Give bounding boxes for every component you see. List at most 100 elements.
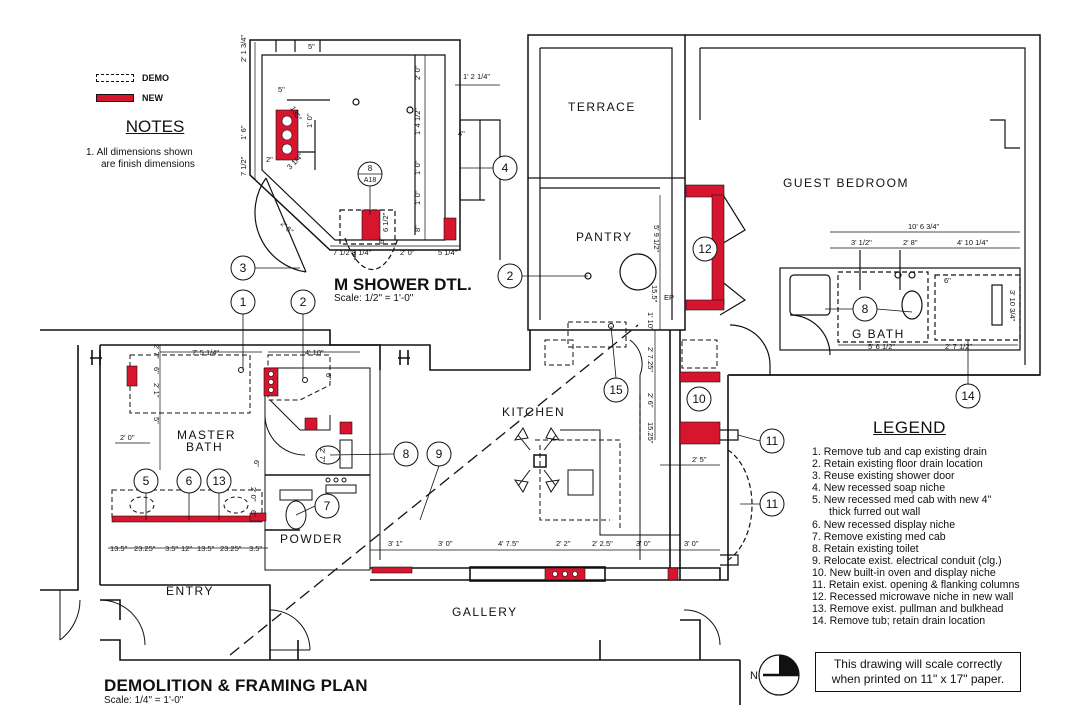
shower-detail-walls — [249, 39, 501, 273]
key-demo-label: DEMO — [142, 73, 169, 83]
dim-mb-row-7: 3.5" — [249, 544, 262, 553]
dim-sd-bottom-4: 5 1/4" — [438, 248, 458, 257]
legend-item: 13. Remove exist. pullman and bulkhead — [812, 603, 1004, 616]
legend-item: 11. Retain exist. opening & flanking col… — [812, 579, 1020, 592]
legend-item: 1. Remove tub and cap existing drain — [812, 446, 987, 458]
legend-item: 5. New recessed med cab with new 4" — [812, 494, 992, 507]
dim-gbath-d: 6" — [944, 276, 951, 285]
guest-bath-fixtures — [729, 250, 1021, 375]
dim-mb-row-5: 13.5" — [197, 544, 215, 553]
key-block: DEMO NEW — [96, 68, 169, 108]
room-gallery: GALLERY — [452, 605, 518, 619]
room-terrace: TERRACE — [568, 100, 636, 114]
new-construction — [111, 109, 725, 581]
dim-mb-top-b: 4' 10" — [305, 348, 324, 357]
dim-k-v3: 2' 6" — [646, 393, 655, 408]
dim-sd-h: 6 1/2" — [381, 212, 390, 232]
demo-swatch — [96, 74, 134, 82]
callout-labels: 1 2 2 3 4 5 6 7 8 8 9 10 11 11 12 13 14 … — [143, 161, 975, 513]
dim-sd-j: 2' 0" — [413, 65, 422, 80]
room-pantry: PANTRY — [576, 230, 633, 244]
north-arrow: N — [750, 654, 800, 696]
dim-sd-bottom-1: 7 1/2" — [333, 248, 353, 257]
dim-k-v1: 1' 10" — [646, 312, 655, 331]
legend-item: 9. Relocate exist. electrical conduit (c… — [812, 554, 1002, 567]
dim-gb-a: 3' 1/2" — [851, 238, 872, 247]
north-label: N — [750, 670, 758, 682]
detail-ref-number: 8 — [368, 164, 373, 173]
callout-14: 14 — [961, 389, 975, 403]
scale-note-line-2: when printed on 11" x 17" paper. — [831, 672, 1005, 686]
dim-sd-n: 1' 0" — [413, 190, 422, 205]
legend-item: 3. Reuse existing shower door — [812, 470, 955, 483]
dim-sd-v3: 7 1/2" — [239, 156, 248, 176]
notes-block: NOTES 1. All dimensions shown are finish… — [80, 117, 240, 171]
dim-sd-k: 1' 2 1/4" — [463, 72, 490, 81]
detail-ref-sheet: A18 — [364, 177, 377, 184]
callout-2b: 2 — [507, 269, 514, 283]
legend-item: 4. New recessed soap niche — [812, 482, 946, 495]
key-new-label: NEW — [142, 93, 163, 103]
detail-scale: Scale: 1/2" = 1'-0" — [334, 293, 414, 304]
callout-4: 4 — [502, 161, 509, 175]
dim-gbath-c: 3' 10 3/4" — [1008, 290, 1017, 322]
dim-sd-a: 5" — [308, 42, 315, 51]
callout-7: 7 — [324, 499, 331, 513]
dim-mb-v1: 2' 7" — [152, 344, 161, 359]
dim-mb-x1: 2' 7" — [318, 448, 327, 463]
legend-item: 10. New built-in oven and display niche — [812, 566, 996, 579]
legend-item: 8. Retain existing toilet — [812, 542, 919, 555]
notes-text: 1. All dimensions shown are finish dimen… — [80, 147, 240, 171]
callout-12: 12 — [698, 242, 712, 256]
dim-sd-m: 1' 0" — [413, 160, 422, 175]
dim-mb-x3: 6" — [252, 460, 261, 467]
dimension-lines — [108, 42, 1020, 551]
room-labels: TERRACE GUEST BEDROOM PANTRY G BATH MAST… — [166, 100, 909, 619]
dim-k-row-1: 3' 1" — [388, 539, 403, 548]
dim-mb-v4: 5" — [152, 417, 161, 424]
callout-15: 15 — [609, 383, 623, 397]
dim-sd-g: 2' 6" — [279, 219, 296, 236]
scale-note-box: This drawing will scale correctly when p… — [815, 652, 1021, 692]
notes-title: NOTES — [125, 117, 185, 136]
callout-3: 3 — [240, 261, 247, 275]
room-g-bath: G BATH — [852, 327, 905, 341]
dim-sd-v1: 2' 1 3/4" — [239, 35, 248, 62]
dim-sd-v2: 1' 6" — [239, 125, 248, 140]
dim-sd-i: 6" — [377, 237, 386, 244]
dim-mb-row-6: 23.25" — [220, 544, 242, 553]
dim-pantry-v: 5' 9 1/2" — [652, 225, 661, 252]
dim-sd-e: 2" — [266, 155, 273, 164]
dim-mb-top-a: 7' 5 1/4" — [192, 348, 219, 357]
legend-item: 12. Recessed microwave niche in new wall — [812, 591, 1014, 604]
key-new: NEW — [96, 88, 169, 108]
dim-k-row-7: 3' 0" — [684, 539, 699, 548]
legend-item: 2. Retain existing floor drain location — [812, 458, 983, 471]
pantry-terrace-walls — [527, 34, 1041, 376]
callout-5: 5 — [143, 474, 150, 488]
key-demo: DEMO — [96, 68, 169, 88]
dim-sd-o: 8" — [413, 225, 422, 232]
legend-item: thick furred out wall — [829, 506, 921, 519]
kitchen-fixtures — [379, 321, 718, 560]
dim-gbath-a: 5' 6 1/2" — [868, 342, 895, 351]
callout-10: 10 — [692, 392, 706, 406]
dim-sd-p: 4" — [458, 129, 465, 138]
room-master-1: MASTER — [177, 428, 236, 442]
dim-k-row-6: 3' 0" — [636, 539, 651, 548]
dim-mb-h: 2' 0" — [120, 433, 135, 442]
dim-k-row-5: 2' 2.5" — [592, 539, 613, 548]
detail-title: M SHOWER DTL. — [334, 275, 472, 294]
plan-scale: Scale: 1/4" = 1'-0" — [104, 695, 184, 706]
dim-mb-x4: 6" — [324, 373, 333, 380]
dim-sd-bottom-2: 8 1/4" — [352, 248, 372, 257]
dim-k-h1: 2' 5" — [692, 455, 707, 464]
callout-11: 11 — [766, 434, 779, 448]
scale-note-line-1: This drawing will scale correctly — [833, 657, 1003, 671]
room-guest-bedroom: GUEST BEDROOM — [783, 176, 909, 190]
legend-item: 7. Remove existing med cab — [812, 530, 946, 543]
callout-2: 2 — [300, 295, 307, 309]
callout-6: 6 — [186, 474, 193, 488]
dim-mb-row-3: 3.5" — [165, 544, 178, 553]
callout-13: 13 — [212, 474, 226, 488]
